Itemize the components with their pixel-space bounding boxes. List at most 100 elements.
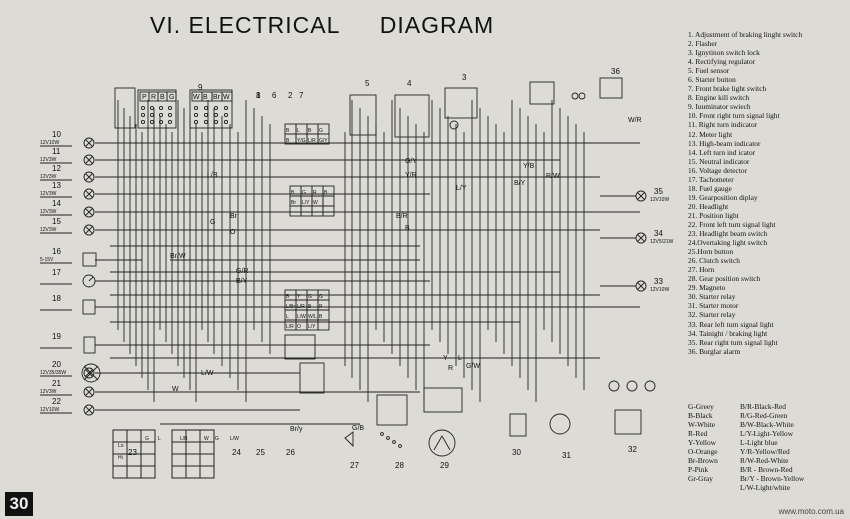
legend-item: 11. Right turn indicator — [688, 120, 758, 130]
wire-label: Br — [230, 213, 238, 220]
connector-pin-label: L/R — [308, 138, 316, 144]
switch-contact — [213, 105, 219, 111]
gear-switch-contact — [380, 432, 384, 436]
component-number: 6 — [272, 91, 277, 100]
legend-item: 21. Position light — [688, 210, 739, 220]
component-number: 4 — [407, 79, 412, 88]
lamp-icon — [83, 367, 95, 379]
switch-label: Hi — [118, 455, 123, 461]
legend-item: 12. Meter light — [688, 129, 733, 139]
wire-label: L/B — [207, 172, 218, 179]
legend-item: 28. Gear position switch — [688, 274, 761, 284]
connector-pin-label: L/Br — [286, 304, 296, 310]
component-number: 10 — [52, 130, 61, 139]
component-spec: 12V3W — [40, 191, 57, 197]
ignition-lock-block — [444, 87, 478, 119]
lamp-icon — [83, 171, 95, 183]
legend-item: 5. Fuel sensor — [688, 66, 730, 76]
wire — [85, 190, 93, 198]
component-number: 21 — [52, 379, 61, 388]
rear-lamp-icon — [608, 380, 620, 392]
color-code: L/Y-Light-Yellow — [740, 429, 794, 439]
switch-contact — [158, 105, 164, 111]
connector-pin-label: G — [308, 294, 312, 300]
legend-item: 15. Neutral indicator — [688, 156, 750, 166]
wire-label: Y/B — [523, 163, 535, 170]
switch-label: L — [158, 436, 161, 442]
switch-cell — [171, 453, 187, 467]
component-number: 3 — [462, 73, 467, 82]
color-code: Br/Y - Brown-Yellow — [740, 474, 805, 484]
component-spec: 12V3W — [40, 157, 57, 163]
wire — [637, 234, 645, 242]
connector-pin-label: P — [142, 94, 147, 101]
lamp-icon — [83, 224, 95, 236]
component-number: 20 — [52, 360, 61, 369]
color-code: W-White — [688, 420, 716, 430]
wire — [88, 276, 94, 282]
gear-display-icon — [83, 336, 96, 354]
lamp-icon — [83, 404, 95, 416]
component-number: 7 — [299, 91, 304, 100]
color-code: P-Pink — [688, 465, 709, 475]
color-code: L-Light blue — [740, 438, 778, 448]
wire-label: L/Y — [456, 185, 467, 192]
component-number: 14 — [52, 199, 61, 208]
legend-item: 19. Gearposition diplay — [688, 192, 758, 202]
component-number: 34 — [654, 229, 663, 238]
ignition-terminal — [449, 120, 459, 130]
switch-connector-block — [137, 89, 177, 129]
wire — [85, 406, 93, 414]
wire — [85, 173, 93, 181]
component-number: 13 — [52, 181, 61, 190]
wire — [85, 388, 93, 396]
component-number: 22 — [52, 397, 61, 406]
switch-cell — [185, 429, 201, 443]
connector-pin-label: B — [319, 314, 323, 320]
connector-pin-label: G/Y — [319, 138, 328, 144]
connector-pin-label: L/R — [297, 304, 305, 310]
legend-item: 17. Tachometer — [688, 174, 734, 184]
component-number: 19 — [52, 332, 61, 341]
switch-contact — [193, 112, 199, 118]
component-number: 18 — [52, 294, 61, 303]
wire-label: Y — [443, 355, 448, 362]
switch-cell — [112, 429, 128, 443]
starter-relay-icon — [509, 413, 527, 437]
connector-pin-label: O — [297, 324, 301, 330]
page-number: 30 — [5, 492, 33, 516]
switch-cell — [199, 453, 215, 467]
rear-lamp-icon — [626, 380, 638, 392]
switch-contact — [223, 105, 229, 111]
title-part-1: VI. ELECTRICAL — [150, 12, 341, 38]
component-spec: 5-15V — [40, 257, 54, 263]
legend-item: 25.Horn button — [688, 247, 734, 257]
component-number: 15 — [52, 217, 61, 226]
legend-item: 4. Rectifying regulator — [688, 57, 756, 67]
switch-cell — [126, 465, 142, 479]
switch-contact — [167, 119, 173, 125]
legend-item: 31. Starter motor — [688, 301, 739, 311]
connector-block — [299, 362, 325, 394]
switch-contact — [193, 119, 199, 125]
color-code: L/W-Light/white — [740, 483, 791, 493]
connector-pin-label: W — [193, 94, 200, 101]
switch-cell — [140, 453, 156, 467]
connector-pin-label: R — [151, 94, 156, 101]
switch-contact — [203, 112, 209, 118]
burglar-alarm-block — [599, 77, 623, 99]
component-number: 26 — [286, 448, 295, 457]
wire — [85, 156, 93, 164]
connector-pin-label: L/W — [297, 314, 306, 320]
connector-pin-label: L/Y — [302, 200, 310, 206]
wire-label: R — [448, 365, 453, 372]
color-code: B/R-Black-Red — [740, 402, 786, 411]
connector-pin-label: B — [160, 94, 165, 101]
component-number: 23 — [128, 448, 137, 457]
connector-block — [284, 334, 316, 360]
switch-cell — [199, 441, 215, 455]
